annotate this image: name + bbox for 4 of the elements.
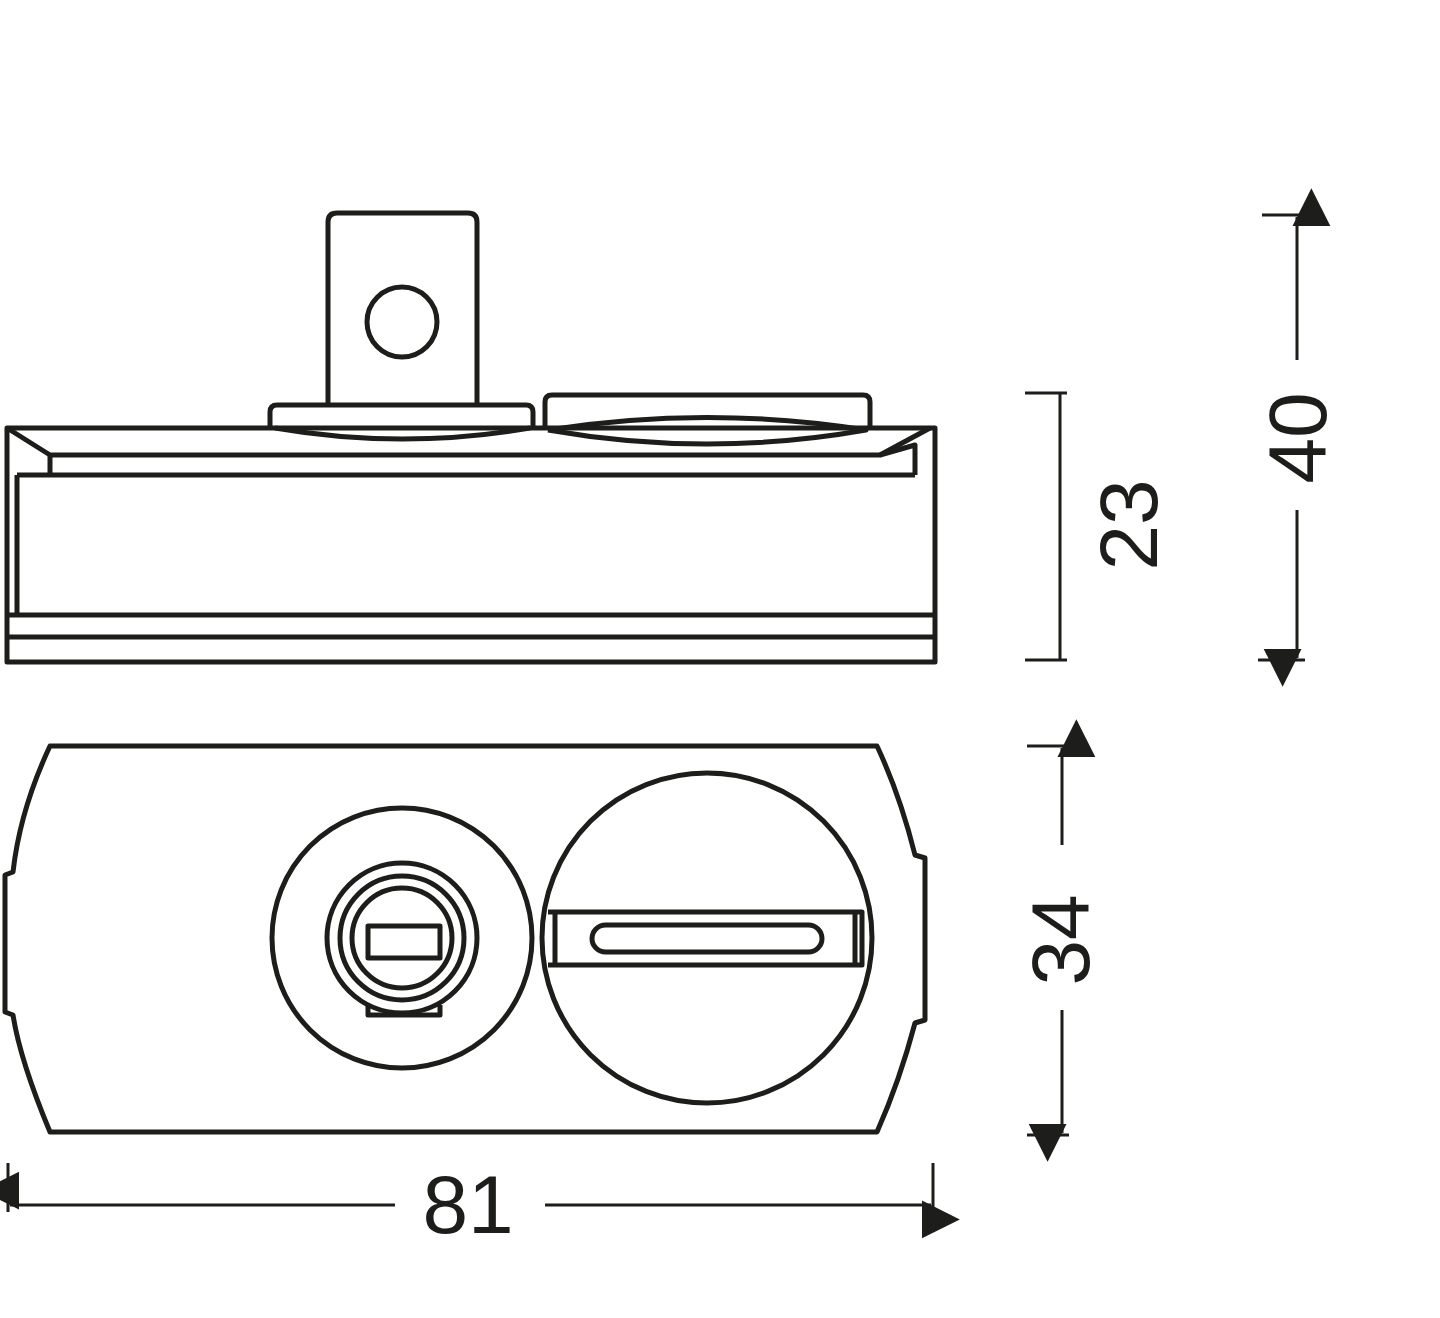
dimension-value: 40 [1256, 392, 1339, 484]
dimension-value: 34 [1019, 894, 1102, 986]
dimension-value: 23 [1087, 479, 1170, 571]
dimension-value: 81 [422, 1164, 514, 1246]
